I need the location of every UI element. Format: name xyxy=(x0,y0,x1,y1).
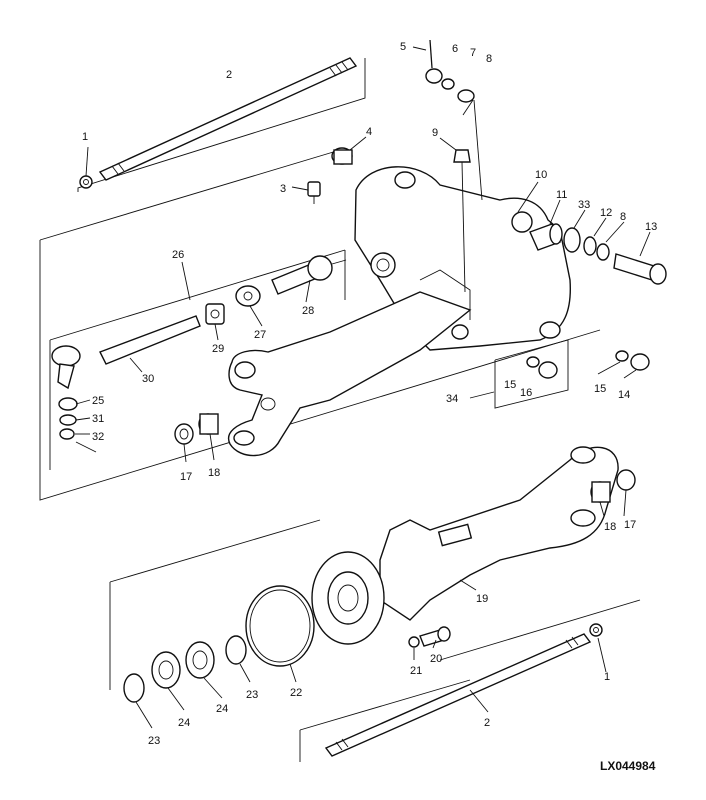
callout-15-outer: 15 xyxy=(594,383,606,395)
flange-hub xyxy=(311,551,385,645)
callout-32: 32 xyxy=(92,431,104,443)
washer-part-33 xyxy=(563,227,581,253)
washer-part-8-side xyxy=(596,243,610,261)
callout-25: 25 xyxy=(92,395,104,407)
callout-34: 34 xyxy=(446,393,458,405)
clamp-part-1-upper xyxy=(79,175,93,189)
washer-part-17-upper xyxy=(174,423,194,445)
axle-beam-lower xyxy=(379,446,619,621)
pin-part-5 xyxy=(429,39,433,69)
tie-rod-upper xyxy=(98,57,358,181)
washer-part-21 xyxy=(408,636,420,648)
fitting-part-3 xyxy=(307,181,321,204)
callout-16: 16 xyxy=(520,387,532,399)
callout-10: 10 xyxy=(535,169,547,181)
callout-22: 22 xyxy=(290,687,302,699)
callout-19: 19 xyxy=(476,593,488,605)
clamp-part-1-lower xyxy=(589,623,603,637)
nut-part-27 xyxy=(235,285,261,307)
callout-14: 14 xyxy=(618,389,630,401)
callout-2-upper: 2 xyxy=(226,69,232,81)
bushing-part-18-upper xyxy=(198,413,219,435)
callout-33: 33 xyxy=(578,199,590,211)
callout-7: 7 xyxy=(470,47,476,59)
bolt-part-13 xyxy=(613,253,667,285)
callout-23-right: 23 xyxy=(246,689,258,701)
washer-part-15-inner xyxy=(526,356,540,368)
nut-part-6 xyxy=(425,68,443,84)
bushing-part-11 xyxy=(529,223,563,251)
callout-29: 29 xyxy=(212,343,224,355)
callout-8-top: 8 xyxy=(486,53,492,65)
snap-ring-23-right xyxy=(225,635,247,665)
bushing-part-18-lower xyxy=(590,481,611,503)
callout-3: 3 xyxy=(280,183,286,195)
callout-1-upper: 1 xyxy=(82,131,88,143)
tie-rod-end xyxy=(51,315,201,453)
callout-26: 26 xyxy=(172,249,184,261)
part-34-group-outline xyxy=(494,339,569,409)
callout-1-lower: 1 xyxy=(604,671,610,683)
figure-code: LX044984 xyxy=(600,759,656,773)
callout-5: 5 xyxy=(400,41,406,53)
bushing-part-4 xyxy=(331,147,353,165)
tie-rod-lower xyxy=(324,633,592,757)
callout-28: 28 xyxy=(302,305,314,317)
washer-part-7 xyxy=(441,78,455,90)
callout-30: 30 xyxy=(142,373,154,385)
callout-18-upper: 18 xyxy=(208,467,220,479)
callout-11: 11 xyxy=(556,189,567,201)
callout-24-left: 24 xyxy=(178,717,190,729)
nut-part-14 xyxy=(630,353,650,371)
ball-joint-28 xyxy=(271,255,347,295)
callout-24-right: 24 xyxy=(216,703,228,715)
nut-part-16 xyxy=(538,361,558,379)
callout-12: 12 xyxy=(600,207,612,219)
callout-27: 27 xyxy=(254,329,266,341)
washer-part-15-outer xyxy=(615,350,629,362)
callout-31: 31 xyxy=(92,413,104,425)
washer-part-12 xyxy=(583,236,597,256)
leader-lines xyxy=(75,46,651,729)
callout-17-upper: 17 xyxy=(180,471,192,483)
bearing-24-right xyxy=(185,641,215,679)
snap-ring-23-left xyxy=(123,673,145,703)
callout-18-lower: 18 xyxy=(604,521,616,533)
tie-rod-end-group-outline xyxy=(49,249,346,470)
callout-21: 21 xyxy=(410,665,422,677)
axle-beam-upper xyxy=(227,291,472,457)
callout-4: 4 xyxy=(366,126,372,138)
callout-13: 13 xyxy=(645,221,657,233)
seal-ring-22 xyxy=(245,585,315,667)
callout-15-inner: 15 xyxy=(504,379,516,391)
callout-8-side: 8 xyxy=(620,211,626,223)
callout-17-lower: 17 xyxy=(624,519,636,531)
washer-part-8-top xyxy=(457,89,483,201)
fitting-part-9 xyxy=(453,149,471,293)
callout-2-lower: 2 xyxy=(484,717,490,729)
callout-labels: 1 2 3 4 5 6 7 8 9 10 11 33 12 8 13 26 27… xyxy=(82,41,657,773)
clamp-part-29 xyxy=(205,303,225,325)
bolt-part-20 xyxy=(419,626,451,647)
callout-9: 9 xyxy=(432,127,438,139)
tie-rod-lower-outline xyxy=(299,679,471,762)
lower-group-outline xyxy=(109,519,641,690)
washer-part-17-lower xyxy=(616,469,636,491)
upper-group-outline xyxy=(39,58,601,501)
callout-23-left: 23 xyxy=(148,735,160,747)
callout-20: 20 xyxy=(430,653,442,665)
callout-6: 6 xyxy=(452,43,458,55)
bearing-24-left xyxy=(151,651,181,689)
